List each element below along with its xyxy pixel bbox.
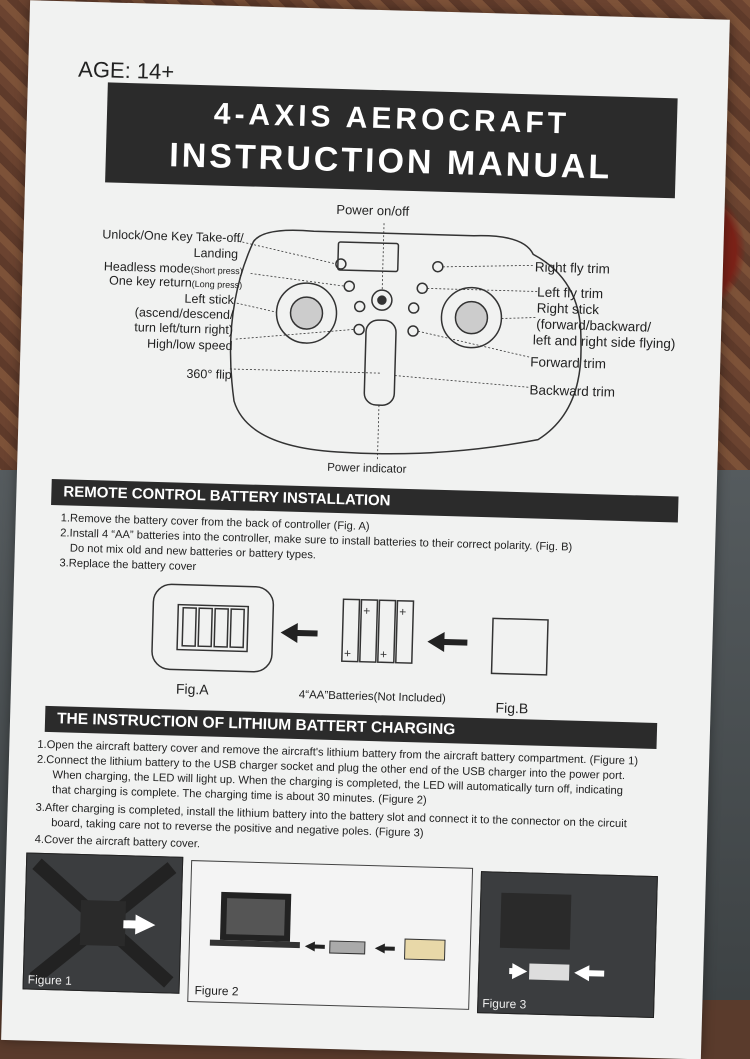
figure-3-label: Figure 3 bbox=[482, 996, 527, 1012]
age-label: AGE: 14+ bbox=[77, 56, 175, 85]
headless-short-text: (Short press) bbox=[190, 264, 243, 277]
aa-battery bbox=[359, 598, 379, 663]
instruction-sheet: AGE: 14+ 4-AXIS AEROCRAFT INSTRUCTION MA… bbox=[1, 0, 730, 1059]
arrow-left-icon bbox=[280, 622, 318, 643]
label-right-fly-trim: Right fly trim bbox=[534, 259, 611, 277]
label-power-on-off: Power on/off bbox=[336, 201, 410, 219]
figure-2-label: Figure 2 bbox=[194, 983, 239, 999]
charging-step-4: 4.Cover the aircraft battery cover. bbox=[34, 833, 201, 851]
figure-1-label: Figure 1 bbox=[27, 972, 73, 988]
label-landing: Landing bbox=[193, 245, 239, 262]
label-360-flip: 360° flip bbox=[186, 366, 232, 383]
label-backward-trim: Backward trim bbox=[529, 382, 616, 400]
controller-diagram bbox=[229, 223, 582, 461]
controller-body bbox=[229, 229, 582, 455]
label-forward-trim: Forward trim bbox=[530, 354, 607, 372]
label-power-indicator: Power indicator bbox=[327, 461, 407, 476]
fig-b-battery-cover bbox=[490, 617, 549, 676]
svg-text:+: + bbox=[399, 605, 406, 619]
lithium-battery-icon bbox=[403, 938, 446, 961]
label-high-low-speed: High/low speed bbox=[146, 336, 233, 354]
title-line-2: INSTRUCTION MANUAL bbox=[168, 136, 613, 187]
usb-charger-icon bbox=[329, 940, 366, 955]
arrow-left-icon bbox=[374, 943, 395, 954]
aa-battery bbox=[395, 599, 415, 664]
controller-screen bbox=[337, 241, 400, 273]
fig-a-controller-back bbox=[151, 583, 275, 673]
label-left-fly-trim: Left fly trim bbox=[536, 284, 604, 302]
arrow-right-icon bbox=[509, 963, 528, 980]
fig-b-caption: Fig.B bbox=[495, 699, 529, 717]
figure-3-photo: Figure 3 bbox=[477, 871, 658, 1019]
aa-battery bbox=[341, 598, 361, 663]
label-right-stick-2: (forward/backward/ bbox=[536, 316, 652, 335]
drone-underside-image bbox=[29, 858, 177, 988]
arrow-right-icon bbox=[123, 914, 156, 935]
one-key-return-text: One key return bbox=[108, 273, 192, 290]
return-long-text: (Long press) bbox=[191, 278, 243, 291]
fig-a-caption: Fig.A bbox=[175, 680, 209, 698]
battery-slot-image bbox=[499, 892, 605, 982]
batteries-caption: 4“AA”Batteries(Not Included) bbox=[298, 689, 446, 706]
svg-text:+: + bbox=[344, 646, 351, 660]
svg-text:+: + bbox=[363, 604, 370, 618]
title-banner: 4-AXIS AEROCRAFT INSTRUCTION MANUAL bbox=[105, 82, 678, 199]
power-indicator-strip bbox=[363, 319, 397, 406]
arrow-left-icon bbox=[304, 941, 325, 952]
label-right-stick-1: Right stick bbox=[536, 300, 600, 318]
aa-battery bbox=[377, 599, 397, 664]
figure-1-photo: Figure 1 bbox=[22, 852, 184, 994]
arrow-left-icon bbox=[574, 965, 605, 982]
battery-diagram: + + + + bbox=[151, 583, 549, 676]
arrow-left-icon bbox=[427, 632, 468, 653]
power-button bbox=[371, 289, 393, 311]
label-left-stick-3: turn left/turn right) bbox=[134, 320, 234, 338]
label-left-stick-1: Left stick bbox=[184, 291, 235, 308]
figure-2-panel: Figure 2 bbox=[187, 860, 474, 1010]
svg-text:+: + bbox=[380, 647, 387, 661]
charging-illustration bbox=[209, 891, 446, 961]
